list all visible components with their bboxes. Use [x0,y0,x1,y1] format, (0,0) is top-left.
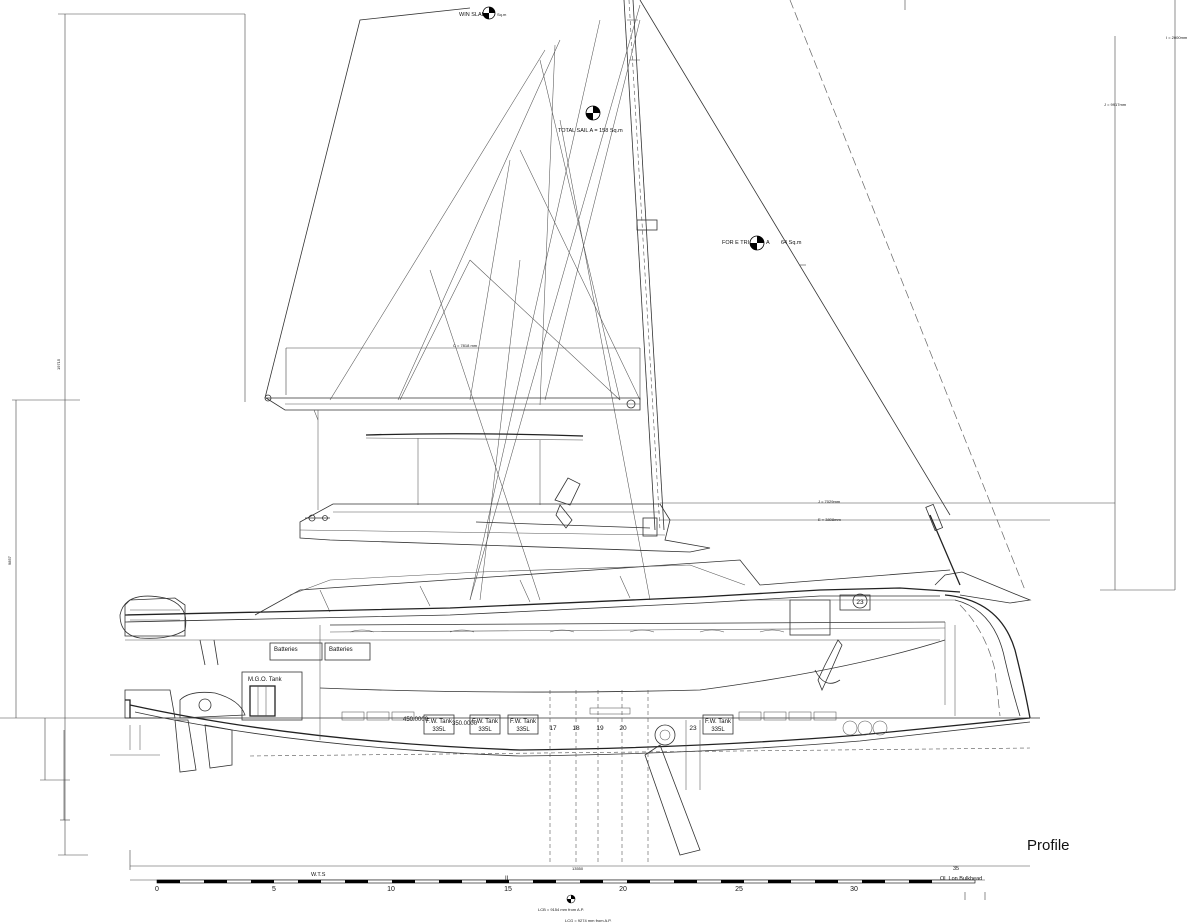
boom-length-label: C = 7818 mm [453,343,478,348]
fore-triangle-label: FOR E TRI [722,240,750,246]
fw-tank-1-cap: 335L [432,727,446,733]
fw-tank-3-cap: 335L [516,727,530,733]
boom [264,394,641,510]
fw-tank-4-cap: 335L [711,727,725,733]
right-dim-label-2: I = 2000mm [1166,35,1188,40]
batteries-box-2 [324,642,371,661]
main-sail-unit: Sq.m [497,12,507,17]
fw-tank-box-2 [469,714,501,735]
batteries-label-2: Batteries [329,647,353,653]
left-dimensions: 19715 9857 [0,13,246,856]
right-dim-label: J = 9917mm [1104,102,1127,107]
compartments: Batteries Batteries M.G.O. Tank 450.0000… [179,642,837,735]
total-sail-label: TOTAL SAIL A = 158 Sq.m [558,128,623,134]
scale-tick: 20 [619,886,627,893]
height-mid-label: 9857 [7,555,12,565]
scale-bar: 0 5 10 15 20 25 30 [155,879,976,893]
mgo-cap-2: 350.0000 [452,721,478,727]
scale-tick: 0 [155,886,159,893]
height-total-label: 19715 [56,358,61,370]
j2-length-label: E = 3808mm [818,517,841,522]
hull: 23 [110,587,1040,773]
daggerboard [549,690,701,862]
fw-tank-box-4 [702,714,734,735]
frame-number: 18 [572,725,580,732]
lcg-label: LCG = 9274 mm from A.P. [565,918,612,923]
fw-tank-2-cap: 335L [478,727,492,733]
rigging: C = 7818 mm J = 9917mm I = 2000mm J = 70… [264,0,1188,601]
frame-number: 19 [596,725,604,732]
frame-number: 23 [689,725,697,732]
page-title: Profile [1027,837,1070,854]
fore-triangle-a: A [766,240,770,246]
centroid-symbol-lcb [566,894,576,904]
centroid-symbol-total [585,105,601,121]
end-number: 35 [953,866,959,872]
bow-marker-number: 23 [856,599,864,606]
scale-tick: 15 [504,886,512,893]
mgo-tank-label: M.G.O. Tank [248,677,283,683]
frame-number: 20 [619,725,627,732]
bulkhead-label: Ol_Lon Bulkhead [940,876,982,882]
cabin-structure [254,477,1032,616]
centroid-symbol-fore [749,235,765,251]
mainsail-leech [264,7,471,399]
mgo-tank-box [241,671,303,721]
scale-tick: 5 [272,886,276,893]
rudder [174,719,197,773]
fore-triangle-area: 64 Sq.m [781,240,802,246]
roman-label: II [505,876,509,882]
fw-tank-2-label: F.W. Tank [472,719,499,725]
overall-length-label: 13550 [572,866,584,871]
fw-tank-box-1 [423,714,455,735]
forestay [639,0,951,516]
fw-tank-3-label: F.W. Tank [510,719,537,725]
batteries-box-1 [269,642,323,661]
batteries-label-1: Batteries [274,647,298,653]
scale-tick: 30 [850,886,858,893]
bimini [365,433,584,505]
mast-fwd [632,0,665,531]
j-length-label: J = 7029mm [818,499,841,504]
bow-marker [852,593,868,609]
main-sail-label: WIN SLAB [459,12,486,18]
lcb-lcg: LCB = 9154 mm from A.P. LCG = 9274 mm fr… [538,894,612,923]
mast-aft [623,0,656,531]
fw-tank-box-3 [507,714,539,735]
mast-spreader-block [636,219,658,231]
mgo-cap-1: 450.0000 [403,717,429,723]
frame-number: 17 [549,725,557,732]
fw-tank-1-label: F.W. Tank [426,719,453,725]
scale-tick: 25 [735,886,743,893]
lcb-label: LCB = 9154 mm from A.P. [538,907,584,912]
wts-label: W.T.S [311,872,326,878]
centroid-symbol-main [482,6,496,20]
scale-tick: 10 [387,886,395,893]
sail-area-labels: WIN SLAB Sq.m TOTAL SAIL A = 158 Sq.m FO… [459,6,806,266]
code-zero-stay [789,0,1026,591]
fw-tank-4-label: F.W. Tank [705,719,732,725]
bottom-dimensions: 13550 W.T.S II 35 Ol_Lon Bulkhead [129,850,1030,900]
